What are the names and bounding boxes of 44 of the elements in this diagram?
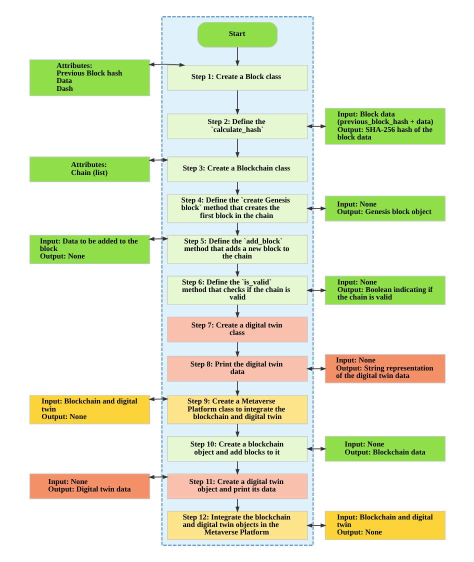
arrow <box>306 206 326 211</box>
node-box: Input: Data to be added to the block Output: None <box>28 234 150 264</box>
arrow <box>148 158 168 162</box>
node-box: Step 9: Create a Metaverse Platform class to integrate the blockchain and digital twin <box>166 395 308 424</box>
arrow <box>148 62 185 67</box>
arrow <box>148 396 168 402</box>
arrow <box>306 288 326 292</box>
node-box: Input: None Output: Blockchain data <box>324 436 446 462</box>
arrow <box>234 182 240 196</box>
node-box: Step 12: Integrate the blockchain and digital twin objects in the Metaverse Platform <box>166 510 308 540</box>
arrow <box>234 46 240 66</box>
arrow <box>306 446 326 451</box>
node-box: Step 8: Print the digital twin data <box>166 356 308 382</box>
node-box: Step 10: Create a blockchain object and add blocks to it <box>166 436 308 462</box>
node-box: Input: Block data (previous_block_hash + data) Output: SHA-256 hash of the block data <box>324 108 446 145</box>
node-box: Input: None Output: String representation of the digital twin data <box>324 354 446 384</box>
node-box: Input: None Output: Boolean indicating if the chain is valid <box>324 276 446 305</box>
arrow <box>234 138 240 158</box>
node-box: Input: None Output: Genesis block object <box>324 196 446 222</box>
arrow <box>234 460 240 475</box>
arrow <box>234 222 240 236</box>
node-box: Input: None Output: Digital twin data <box>28 473 150 500</box>
node-box: Step 1: Create a Block class <box>166 64 308 91</box>
node-box: Step 7: Create a digital twin class <box>166 316 308 342</box>
arrow <box>148 474 168 480</box>
arrow <box>234 342 240 358</box>
node-box: Attributes: Chain (list) <box>28 156 150 182</box>
arrow <box>234 90 240 115</box>
arrow <box>234 424 240 438</box>
node-box: Start <box>196 22 278 48</box>
node-box: Step 5: Define the `add_block` method that adds a new block to the chain <box>166 234 308 264</box>
node-box: Attributes: Previous Block hash Data Dash <box>28 59 150 96</box>
arrow <box>234 304 240 318</box>
node-box: Step 2: Define the `calculate_hash` <box>166 114 308 140</box>
arrow <box>234 263 240 278</box>
arrow <box>234 380 240 396</box>
node-box: Step 4: Define the `create Genesis block` method that creates the first block in the chain <box>166 194 308 224</box>
node-box: Input: Blockchain and digital twin Output: None <box>28 395 150 424</box>
node-box: Step 6: Define the `is_valid` method that checks if the chain is valid <box>166 276 308 305</box>
arrow <box>306 523 326 528</box>
arrow <box>234 498 240 512</box>
node-box: Step 11: Create a digital twin object and print its data <box>166 473 308 500</box>
node-box: Input: Blockchain and digital twin Output: None <box>324 510 446 540</box>
node-box: Step 3: Create a Blockchain class <box>166 156 308 182</box>
